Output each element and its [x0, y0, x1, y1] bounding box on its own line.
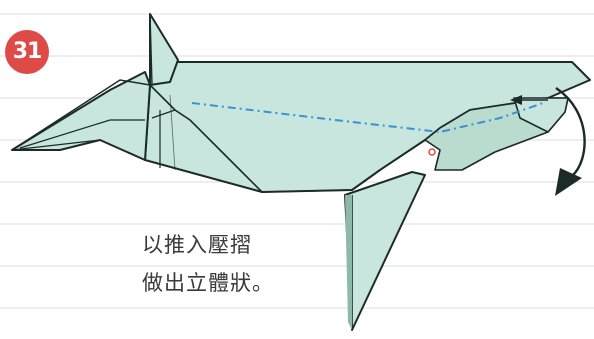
head-point [11, 71, 151, 161]
instruction-text: 以推入壓摺 做出立體狀。 [142, 226, 274, 302]
lower-fin-shadow [345, 195, 352, 330]
pivot-mark [428, 148, 436, 156]
dorsal-fin-crease [149, 13, 153, 86]
dorsal-fin [149, 13, 179, 86]
front-layer-edge [149, 84, 263, 193]
lower-fin [344, 171, 426, 331]
crease-dashdot-line [191, 101, 547, 134]
step-number-badge: 31 [5, 30, 49, 74]
instruction-line-2: 做出立體狀。 [142, 271, 274, 295]
instruction-line-1: 以推入壓摺 [142, 233, 252, 257]
head-inner-fold-a [11, 79, 151, 151]
head-inner-fold-b [19, 119, 145, 149]
small-arrow-left-icon [510, 95, 548, 105]
front-layer-thin [169, 94, 176, 171]
curved-arrow-down-icon [555, 87, 586, 196]
head-inner-fold-c [11, 139, 146, 161]
tail-flap [513, 97, 569, 133]
